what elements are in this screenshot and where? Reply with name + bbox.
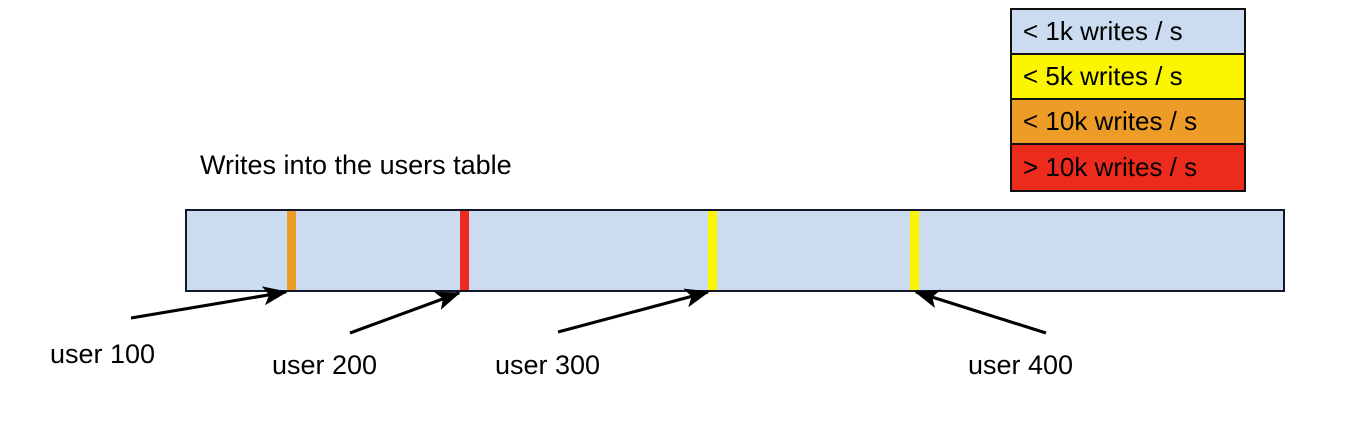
users-table-bar bbox=[185, 209, 1285, 292]
legend-row-gt-10k: > 10k writes / s bbox=[1012, 145, 1244, 190]
callout-label-user-300: user 300 bbox=[495, 350, 601, 380]
legend-row-lt-1k: < 1k writes / s bbox=[1012, 10, 1244, 55]
stripe-user-400 bbox=[910, 211, 919, 290]
legend-row-lt-10k: < 10k writes / s bbox=[1012, 100, 1244, 145]
stripe-user-300 bbox=[708, 211, 717, 290]
diagram-caption: Writes into the users table bbox=[200, 150, 512, 180]
legend-label-lt-5k: < 5k writes / s bbox=[1023, 61, 1183, 91]
legend-label-lt-1k: < 1k writes / s bbox=[1023, 16, 1183, 46]
stripe-user-100 bbox=[287, 211, 296, 290]
callout-label-user-100: user 100 bbox=[50, 339, 156, 369]
legend-label-gt-10k: > 10k writes / s bbox=[1023, 152, 1198, 182]
callout-label-user-400: user 400 bbox=[968, 350, 1074, 380]
legend-label-lt-10k: < 10k writes / s bbox=[1023, 106, 1198, 136]
write-rate-legend: < 1k writes / s < 5k writes / s < 10k wr… bbox=[1010, 8, 1246, 192]
legend-row-lt-5k: < 5k writes / s bbox=[1012, 55, 1244, 100]
callout-label-user-200: user 200 bbox=[272, 350, 378, 380]
stripe-user-200 bbox=[460, 211, 469, 290]
